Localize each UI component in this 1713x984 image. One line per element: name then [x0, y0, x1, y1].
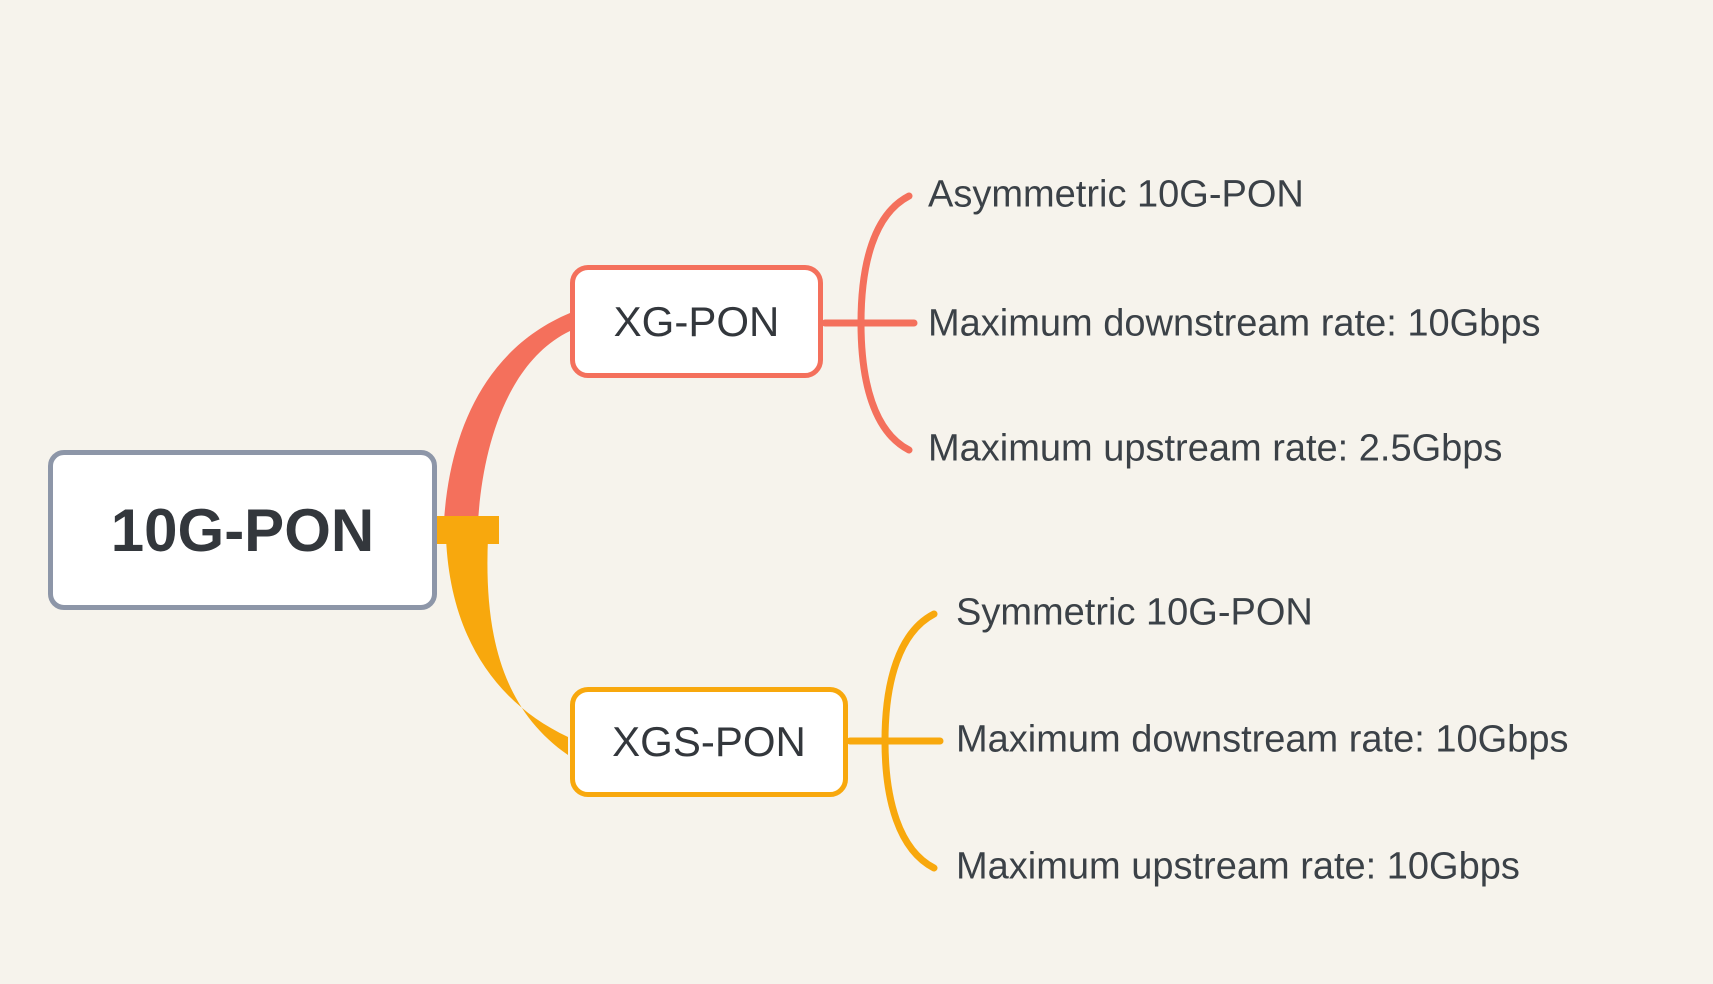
- node-xg-pon[interactable]: XG-PON: [570, 265, 823, 378]
- leaf-xgspon-max-downstream-rate[interactable]: Maximum downstream rate: 10Gbps: [956, 718, 1569, 761]
- leaf-xgspon-max-upstream-rate[interactable]: Maximum upstream rate: 10Gbps: [956, 845, 1520, 888]
- node-xgs-pon[interactable]: XGS-PON: [570, 687, 848, 797]
- leaf-asymmetric-10g-pon[interactable]: Asymmetric 10G-PON: [928, 173, 1304, 216]
- branch-xgspon-curve: [446, 538, 568, 755]
- xgspon-children-brace: [881, 610, 938, 872]
- node-root-label: 10G-PON: [110, 496, 375, 564]
- leaf-xgpon-max-downstream-rate[interactable]: Maximum downstream rate: 10Gbps: [928, 302, 1541, 345]
- node-xg-pon-label: XG-PON: [613, 297, 780, 345]
- leaf-symmetric-10g-pon[interactable]: Symmetric 10G-PON: [956, 591, 1313, 634]
- node-xgs-pon-label: XGS-PON: [612, 718, 806, 765]
- xgpon-children-brace: [857, 192, 913, 454]
- node-root-10g-pon[interactable]: 10G-PON: [48, 450, 437, 610]
- leaf-xgpon-max-upstream-rate[interactable]: Maximum upstream rate: 2.5Gbps: [928, 427, 1503, 470]
- root-connector-trunk: [437, 516, 499, 544]
- branch-xgpon-curve: [444, 313, 570, 523]
